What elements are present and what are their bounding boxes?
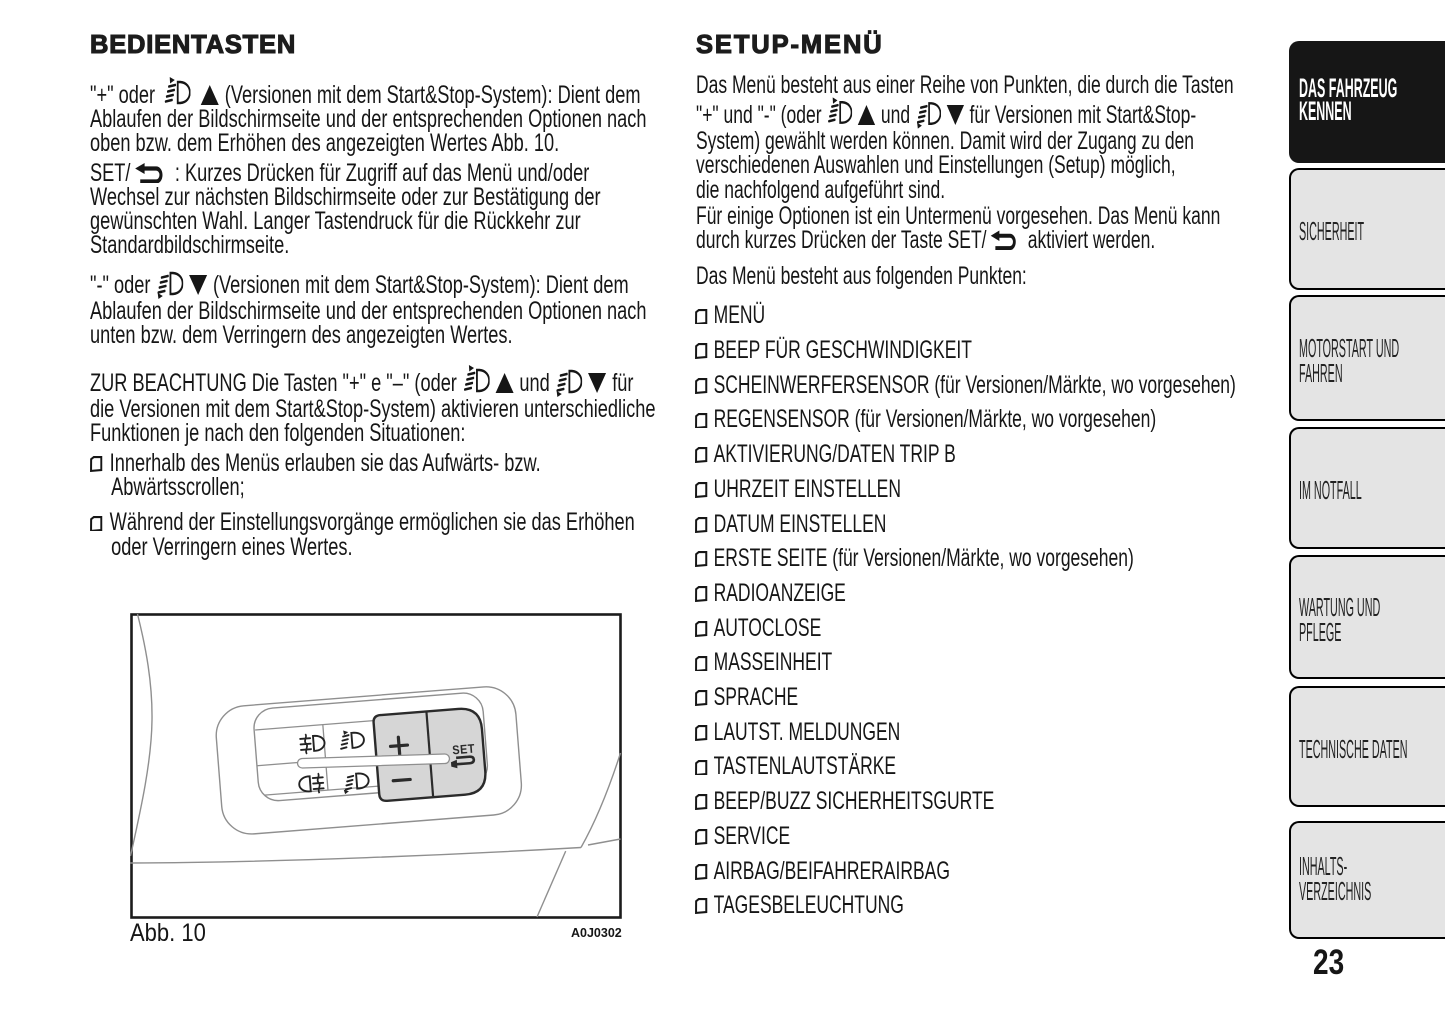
svg-text:SET: SET — [452, 742, 476, 758]
